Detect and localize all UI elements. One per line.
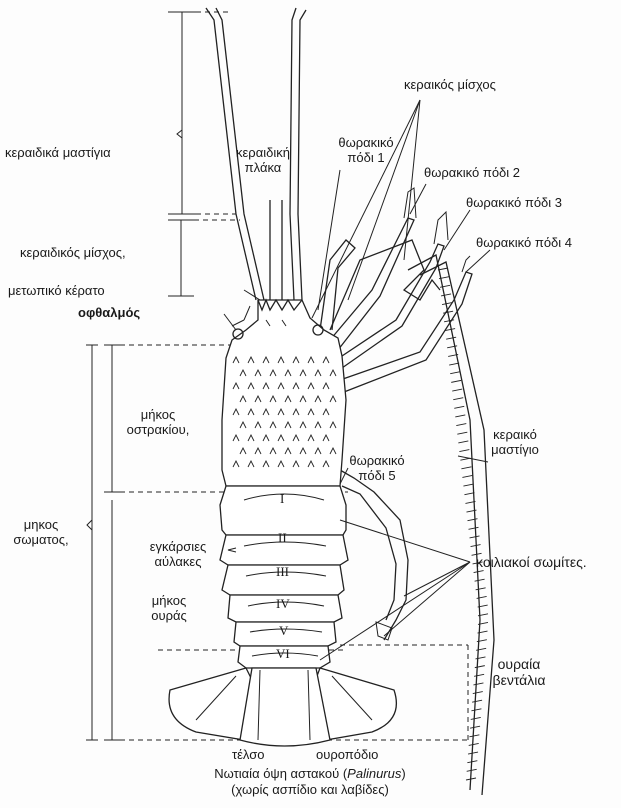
- flagellum-ring: [440, 285, 450, 287]
- label-antennal-plate: κεραιδική πλάκα: [228, 146, 298, 176]
- label-thoracic-leg-1-line1: θωρακικό: [326, 136, 406, 151]
- caption-prefix: Νωτιαία όψη αστακού (: [214, 766, 347, 781]
- label-telson: τέλσο: [232, 748, 265, 763]
- label-uropod: ουροπόδιο: [316, 748, 378, 763]
- label-antenna-flagellum-line1: κεραικό: [480, 428, 550, 443]
- flagellum-ring: [451, 380, 461, 382]
- label-body-length: μηκος σωματος,: [6, 518, 76, 548]
- label-antennal-plate-line1: κεραιδική: [228, 146, 298, 161]
- label-antennal-peduncle-left: κεραιδικός μίσχος,: [20, 246, 126, 261]
- label-thoracic-leg-5: θωρακικό πόδι 5: [342, 454, 412, 484]
- label-thoracic-leg-5-line1: θωρακικό: [342, 454, 412, 469]
- label-body-length-line2: σωματος,: [6, 533, 76, 548]
- tail-fan: [169, 668, 396, 746]
- label-eye: οφθαλμός: [78, 306, 140, 321]
- label-tail-fan-line1: ουραία: [474, 656, 564, 672]
- label-antenna-peduncle-top: κεραικός μίσχος: [404, 78, 496, 93]
- flagellum-ring: [441, 294, 451, 296]
- flagellum-ring: [474, 571, 484, 573]
- label-carapace-length: μήκος οστρακίου,: [118, 408, 198, 438]
- label-tail-fan: ουραία βεντάλια: [474, 656, 564, 688]
- flagellum-ring: [471, 545, 481, 547]
- label-transverse-grooves-line1: εγκάρσιες: [138, 540, 218, 555]
- label-tail-fan-line2: βεντάλια: [474, 672, 564, 688]
- segment-label-6: VI: [276, 646, 290, 662]
- caption-line-2: (χωρίς ασπίδιο και λαβίδες): [110, 782, 510, 798]
- figure-caption: Νωτιαία όψη αστακού (Palinurus) (χωρίς α…: [110, 766, 510, 797]
- flagellum-ring: [458, 441, 468, 443]
- label-thoracic-leg-1: θωρακικό πόδι 1: [326, 136, 406, 166]
- carapace: [222, 300, 346, 486]
- label-rostrum: μετωπικό κέρατο: [8, 284, 105, 299]
- flagellum-ring: [471, 717, 481, 719]
- label-tail-length: μήκος ουράς: [134, 594, 204, 624]
- flagellum-ring: [456, 424, 466, 426]
- flagellum-ring: [446, 337, 456, 339]
- flagellum-ring: [469, 735, 479, 737]
- label-thoracic-leg-4: θωρακικό πόδι 4: [476, 236, 572, 251]
- flagellum-ring: [462, 475, 472, 477]
- flagellum-ring: [461, 467, 471, 469]
- label-tail-length-line2: ουράς: [134, 609, 204, 624]
- segment-label-5: V: [279, 623, 288, 639]
- flagellum-ring: [459, 450, 469, 452]
- segment-label-1: I: [280, 491, 284, 507]
- segment-label-2: II: [278, 530, 287, 546]
- label-transverse-grooves-line2: αύλακες: [138, 555, 218, 570]
- flagellum-ring: [477, 596, 487, 598]
- flagellum-ring: [468, 752, 478, 754]
- label-carapace-length-line2: οστρακίου,: [118, 423, 198, 438]
- flagellum-ring: [470, 536, 480, 538]
- flagellum-ring: [464, 493, 474, 495]
- label-thoracic-leg-1-line2: πόδι 1: [326, 151, 406, 166]
- label-antenna-flagellum-line2: μαστίγιο: [480, 443, 550, 458]
- caption-suffix: ): [401, 766, 405, 781]
- label-thoracic-leg-2: θωρακικό πόδι 2: [424, 166, 520, 181]
- flagellum-ring: [473, 692, 483, 694]
- flagellum-ring: [452, 389, 462, 391]
- flagellum-ring: [469, 527, 479, 529]
- caption-line-1: Νωτιαία όψη αστακού (Palinurus): [110, 766, 510, 782]
- label-antennal-flagella: κεραιδικά μαστίγια: [5, 146, 111, 161]
- flagellum-ring: [472, 700, 482, 702]
- label-thoracic-leg-3: θωρακικό πόδι 3: [466, 196, 562, 211]
- label-carapace-length-line1: μήκος: [118, 408, 198, 423]
- segment-label-3: III: [276, 564, 289, 580]
- caption-genus: Palinurus: [347, 766, 401, 781]
- flagellum-ring: [475, 579, 485, 581]
- flagellum-ring: [449, 363, 459, 365]
- flagellum-ring: [476, 588, 486, 590]
- label-antenna-flagellum: κεραικό μαστίγιο: [480, 428, 550, 458]
- flagellum-ring: [453, 398, 463, 400]
- segment-label-4: IV: [276, 596, 290, 612]
- label-antennal-plate-line2: πλάκα: [228, 161, 298, 176]
- label-body-length-line1: μηκος: [6, 518, 76, 533]
- flagellum-ring: [454, 406, 464, 408]
- flagellum-ring: [467, 519, 477, 521]
- label-thoracic-leg-5-line2: πόδι 5: [342, 469, 412, 484]
- flagellum-ring: [471, 709, 481, 711]
- flagellum-ring: [457, 432, 467, 434]
- flagellum-ring: [469, 743, 479, 745]
- flagellum-ring: [463, 484, 473, 486]
- label-tail-length-line1: μήκος: [134, 594, 204, 609]
- label-transverse-grooves: εγκάρσιες αύλακες: [138, 540, 218, 570]
- label-abdominal-segments: κοιλιακοί σωμίτες.: [476, 554, 587, 570]
- flagellum-ring: [455, 415, 465, 417]
- flagellum-ring: [470, 726, 480, 728]
- flagellum-ring: [450, 372, 460, 374]
